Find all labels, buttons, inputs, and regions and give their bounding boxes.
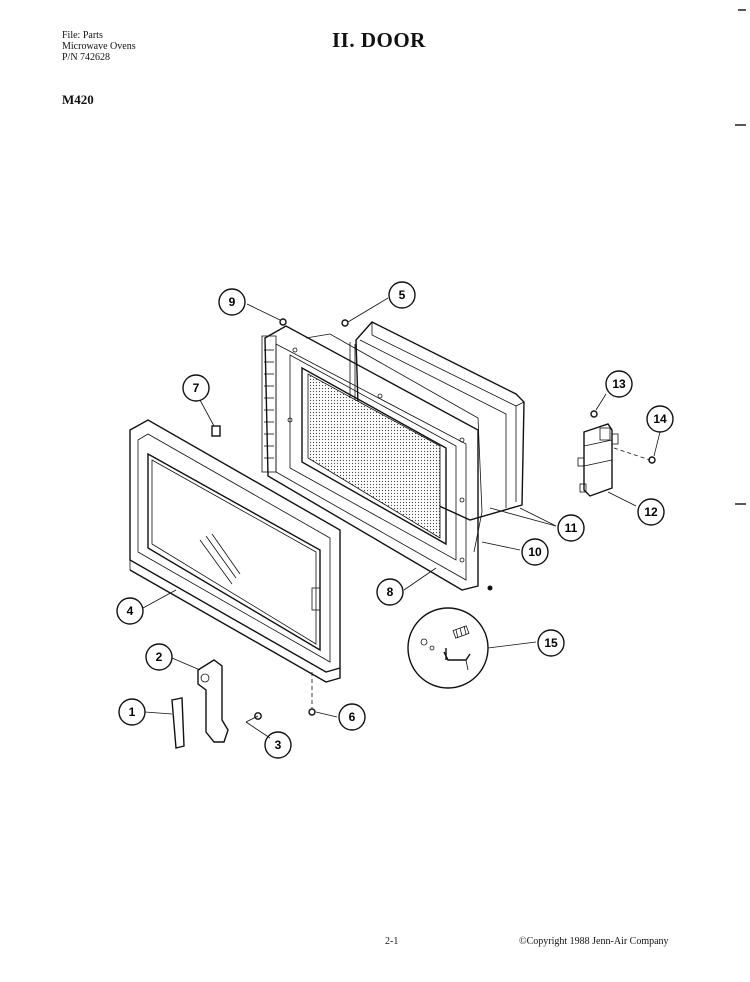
callout-label: 13	[612, 377, 626, 391]
callout-15: 15	[537, 629, 565, 657]
callout-label: 14	[653, 412, 667, 426]
callout-8: 8	[376, 578, 404, 606]
callout-label: 6	[349, 710, 356, 724]
callout-9: 9	[218, 288, 246, 316]
dashed-guide	[613, 447, 651, 461]
callout-label: 10	[528, 545, 542, 559]
callout-10: 10	[521, 538, 549, 566]
model-number: M420	[62, 92, 94, 107]
callout-3: 3	[264, 731, 292, 759]
callout-label: 7	[193, 381, 200, 395]
callout-label: 2	[156, 650, 163, 664]
callout-label: 15	[544, 636, 558, 650]
callout-7: 7	[182, 374, 210, 402]
detail-circle	[407, 607, 489, 689]
nut-9	[279, 318, 287, 326]
callout-label: 8	[387, 585, 394, 599]
small-screw	[487, 585, 493, 591]
callout-2: 2	[145, 643, 173, 671]
category-line: Microwave Ovens	[62, 41, 136, 52]
door-seal	[305, 333, 483, 553]
callout-label: 3	[275, 738, 282, 752]
callout-label: 12	[644, 505, 658, 519]
door-handle	[197, 659, 229, 743]
handle-screw	[245, 712, 262, 723]
callout-12: 12	[637, 498, 665, 526]
file-line: File: Parts	[62, 30, 103, 41]
interlock-switch-assembly	[577, 423, 619, 497]
latch-part	[211, 425, 221, 437]
outer-door-panel	[129, 419, 341, 683]
callout-label: 4	[127, 604, 134, 618]
callout-label: 1	[129, 705, 136, 719]
page-title: II. DOOR	[332, 28, 426, 52]
callout-5: 5	[388, 281, 416, 309]
inner-door-frame	[261, 325, 479, 591]
screw-13	[590, 410, 598, 418]
callout-13: 13	[605, 370, 633, 398]
callout-4: 4	[116, 597, 144, 625]
screw-6	[308, 708, 316, 716]
callout-label: 5	[399, 288, 406, 302]
leader-lines	[142, 297, 661, 739]
callout-14: 14	[646, 405, 674, 433]
callout-6: 6	[338, 703, 366, 731]
copyright-notice: ©Copyright 1988 Jenn-Air Company	[519, 936, 669, 947]
page-number: 2-1	[385, 936, 399, 947]
screw-5	[341, 319, 349, 327]
callout-label: 11	[565, 521, 578, 535]
part-number-line: P/N 742628	[62, 52, 111, 63]
callout-label: 9	[229, 295, 236, 309]
handle-insert	[171, 697, 185, 749]
callout-1: 1	[118, 698, 146, 726]
callout-11: 11	[557, 514, 585, 542]
file-header: File: Parts Microwave Ovens P/N 742628	[62, 30, 136, 63]
